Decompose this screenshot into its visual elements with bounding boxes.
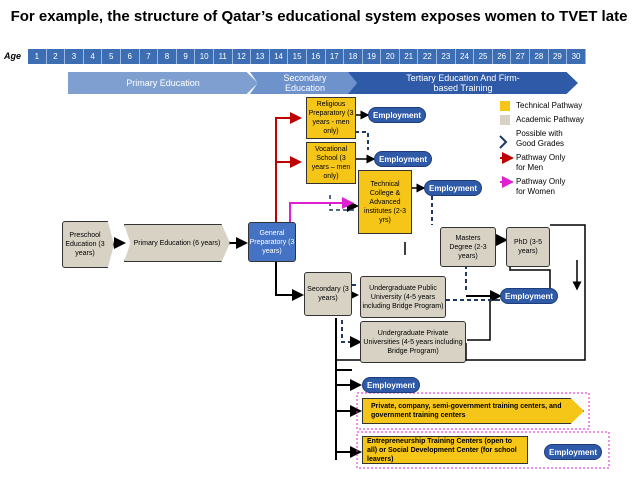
- employment-pill-university: Employment: [500, 288, 558, 304]
- age-cell: 17: [326, 49, 345, 64]
- public-university-box: Undergraduate Public University (4-5 yea…: [360, 276, 446, 318]
- legend-academic-label: Academic Pathway: [516, 115, 585, 124]
- age-label: Age: [4, 51, 22, 61]
- legend-technical-label: Technical Pathway: [516, 101, 583, 110]
- legend-academic-swatch: [500, 115, 510, 125]
- legend-men-label: Pathway Only for Men: [516, 153, 566, 172]
- age-cell: 30: [567, 49, 586, 64]
- age-cell: 7: [140, 49, 159, 64]
- age-cell: 21: [400, 49, 419, 64]
- page-title: For example, the structure of Qatar’s ed…: [10, 8, 628, 25]
- private-sector-training-box: Private, company, semi-government traini…: [362, 398, 584, 424]
- age-cell: 13: [251, 49, 270, 64]
- secondary-education-band: Secondary Education: [250, 72, 360, 94]
- masters-degree-box: Masters Degree (2-3 years): [440, 227, 496, 267]
- technical-college-box: Technical College & Advanced institutes …: [358, 170, 412, 234]
- preschool-box: Preschool Education (3 years): [62, 221, 114, 268]
- age-cell: 8: [158, 49, 177, 64]
- age-cell: 1: [28, 49, 47, 64]
- primary-band-label: Primary Education: [126, 78, 200, 88]
- legend-women-label: Pathway Only for Women: [516, 177, 566, 196]
- age-cell: 14: [270, 49, 289, 64]
- age-cell: 16: [307, 49, 326, 64]
- age-cell: 27: [511, 49, 531, 64]
- age-cell: 28: [530, 49, 549, 64]
- religious-preparatory-box: Religious Preparatory (3 years - men onl…: [306, 97, 356, 139]
- secondary-box: Secondary (3 years): [304, 272, 352, 316]
- age-cell: 19: [363, 49, 382, 64]
- primary-education-box: Primary Education (6 years): [124, 224, 230, 262]
- age-cell: 25: [474, 49, 493, 64]
- entrepreneurship-centers-box: Entrepreneurship Training Centers (open …: [362, 436, 528, 464]
- legend-technical-swatch: [500, 101, 510, 111]
- employment-pill-religious: Employment: [368, 107, 426, 123]
- tertiary-band-label: Tertiary Education And Firm-based Traini…: [406, 73, 520, 93]
- age-cell: 20: [381, 49, 400, 64]
- vocational-school-box: Vocational School (3 years – men only): [306, 142, 356, 184]
- private-university-box: Undergraduate Private Universities (4-5 …: [360, 321, 466, 363]
- age-cell: 12: [233, 49, 252, 64]
- age-cell: 4: [84, 49, 103, 64]
- age-cell: 6: [121, 49, 140, 64]
- age-cell: 18: [344, 49, 363, 64]
- age-cell: 5: [102, 49, 121, 64]
- tertiary-education-band: Tertiary Education And Firm-based Traini…: [348, 72, 578, 94]
- employment-pill-entrepreneurship: Employment: [544, 444, 602, 460]
- secondary-band-label: Secondary Education: [283, 73, 327, 93]
- age-cell: 9: [177, 49, 196, 64]
- employment-pill-technical: Employment: [424, 180, 482, 196]
- age-cell: 11: [214, 49, 233, 64]
- age-cell: 3: [65, 49, 84, 64]
- age-cell: 23: [437, 49, 456, 64]
- legend-good-grades-label: Possible with Good Grades: [516, 129, 565, 148]
- age-cell: 24: [456, 49, 475, 64]
- employment-pill-vocational: Employment: [374, 151, 432, 167]
- age-cell: 15: [288, 49, 307, 64]
- age-cell: 22: [418, 49, 438, 64]
- primary-education-band: Primary Education: [68, 72, 258, 94]
- phd-box: PhD (3-5 years): [506, 227, 550, 267]
- age-cell: 2: [47, 49, 66, 64]
- age-cell: 29: [549, 49, 568, 64]
- employment-pill-training: Employment: [362, 377, 420, 393]
- general-preparatory-box: General Preparatory (3 years): [248, 222, 296, 262]
- age-cell: 26: [493, 49, 512, 64]
- age-cell: 10: [195, 49, 214, 64]
